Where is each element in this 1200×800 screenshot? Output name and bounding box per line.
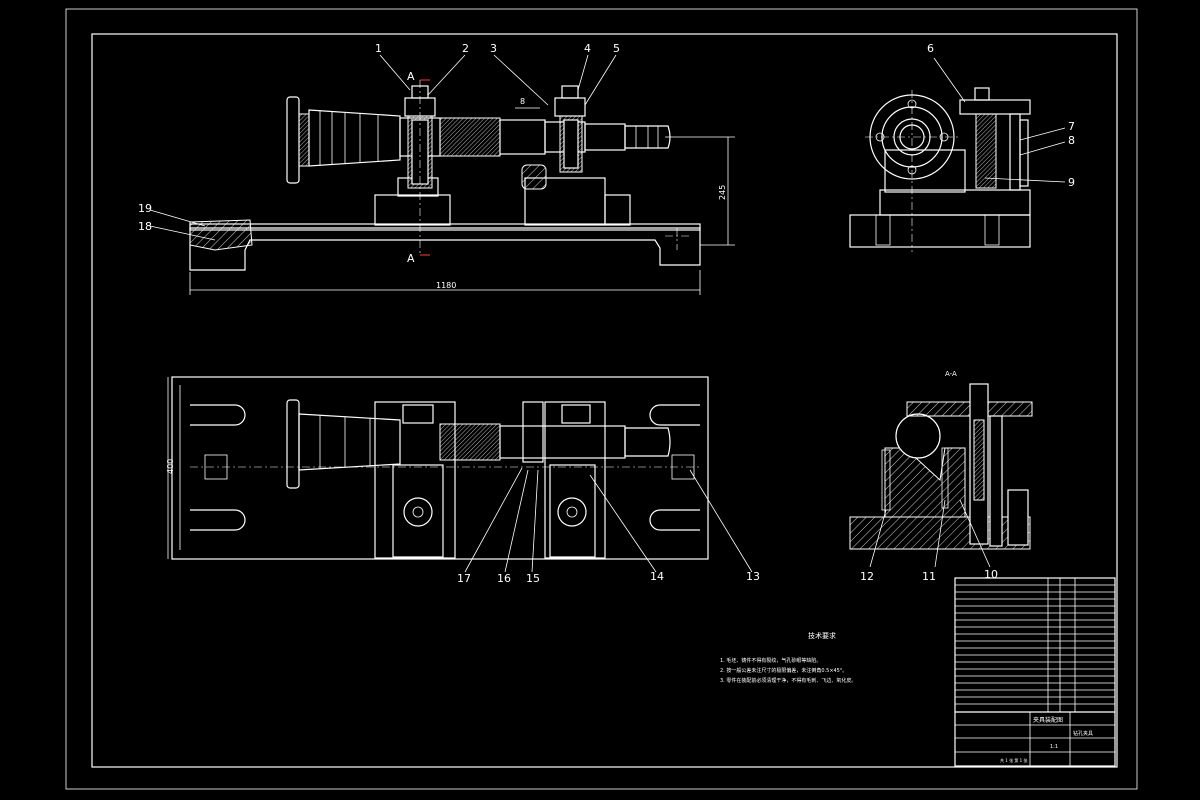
callout-4: 4 — [584, 42, 591, 55]
callout-8: 8 — [1068, 134, 1075, 147]
front-view: A A 1180 245 8 1 2 3 4 5 18 19 — [138, 42, 735, 295]
top-view: 400 13 14 15 16 17 — [166, 376, 760, 585]
callout-18: 18 — [138, 220, 152, 233]
notes-title: 技术要求 — [808, 631, 836, 640]
outer-frame — [65, 8, 1138, 790]
drawing-name: 夹具装配图 — [1033, 716, 1063, 724]
scale: 1:1 — [1050, 744, 1058, 750]
dim-width: 400 — [166, 459, 175, 474]
inner-frame — [91, 33, 1118, 768]
side-view: 6 7 8 9 — [849, 42, 1075, 252]
callout-15: 15 — [526, 572, 540, 585]
callout-10: 10 — [984, 568, 998, 581]
technical-notes: 技术要求 1. 毛坯、铸件不得有裂纹，气孔砂眼等缺陷。 2. 按一般公差未注尺寸… — [720, 631, 856, 684]
callout-12: 12 — [860, 570, 874, 583]
callout-13: 13 — [746, 570, 760, 583]
callout-11: 11 — [922, 570, 936, 583]
section-mark-top: A — [407, 70, 415, 83]
note-3: 3. 零件在装配前必须清理干净，不得有毛刺、飞边、氧化皮。 — [720, 677, 856, 684]
callout-16: 16 — [497, 572, 511, 585]
callout-6: 6 — [927, 42, 934, 55]
callout-1: 1 — [375, 42, 382, 55]
part-name: 钻孔夹具 — [1073, 730, 1093, 737]
callout-3: 3 — [490, 42, 497, 55]
callout-19: 19 — [138, 202, 152, 215]
section-mark-bottom: A — [407, 252, 415, 265]
sheet-count: 共 1 张 第 1 张 — [1000, 757, 1027, 763]
section-view: A-A 10 11 12 — [849, 370, 1033, 583]
note-2: 2. 按一般公差未注尺寸的极限偏差，未注倒角0.5×45°。 — [720, 667, 847, 674]
title-block: 夹具装配图 钻孔夹具 1:1 共 1 张 第 1 张 — [954, 577, 1116, 767]
callout-17: 17 — [457, 572, 471, 585]
callout-7: 7 — [1068, 120, 1075, 133]
dim-length: 1180 — [436, 281, 456, 290]
note-1: 1. 毛坯、铸件不得有裂纹，气孔砂眼等缺陷。 — [720, 657, 821, 664]
dim-height: 245 — [718, 185, 727, 200]
section-title: A-A — [945, 370, 957, 378]
dim-small: 8 — [520, 97, 525, 106]
callout-9: 9 — [1068, 176, 1075, 189]
callout-2: 2 — [462, 42, 469, 55]
callout-5: 5 — [613, 42, 620, 55]
callout-14: 14 — [650, 570, 664, 583]
